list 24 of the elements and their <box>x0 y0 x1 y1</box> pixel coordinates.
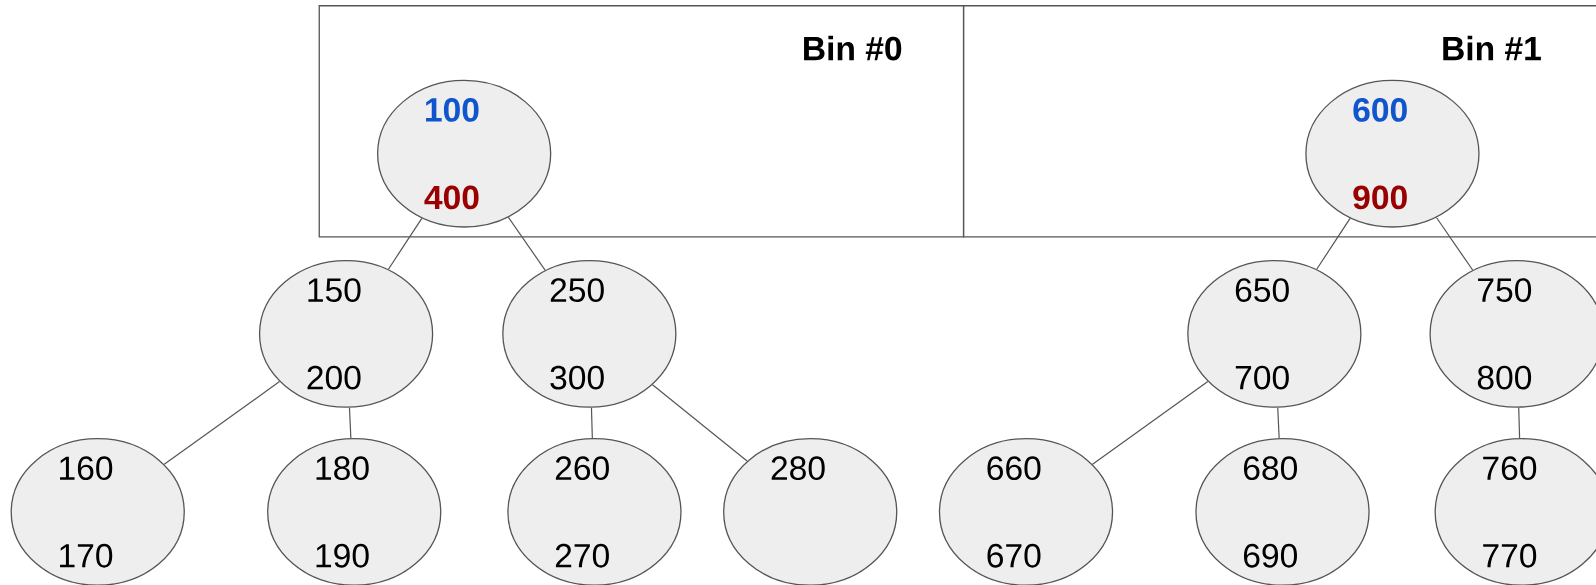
connector-line <box>1277 407 1280 439</box>
ellipse-node: 100 400 <box>377 79 552 228</box>
ellipse-node: 150 200 <box>258 259 434 408</box>
connector-line <box>651 384 748 462</box>
connector-line <box>590 407 593 439</box>
connector-line <box>163 381 281 465</box>
connector-line <box>507 216 546 271</box>
ellipse-node: 260 270 <box>507 438 682 585</box>
ellipse-node: 750 800 <box>1429 259 1596 408</box>
connector-line <box>1518 407 1521 439</box>
ellipse-node: 650 700 <box>1187 259 1362 408</box>
connector-line <box>348 407 352 439</box>
ellipse-node: 760 770 <box>1434 438 1596 585</box>
ellipse-node: 660 670 <box>938 438 1114 585</box>
ellipse-node: 280 <box>723 438 898 585</box>
ellipse-node: 600 900 <box>1305 79 1480 228</box>
ellipse-node: 160 170 <box>10 438 185 585</box>
connector-line <box>1091 381 1209 465</box>
connector-line <box>387 217 423 270</box>
connector-line <box>1435 216 1474 271</box>
ellipse-node: 180 190 <box>267 438 442 585</box>
connector-line <box>1316 217 1351 270</box>
ellipse-node: 250 300 <box>502 259 677 408</box>
ellipse-node: 680 690 <box>1195 438 1370 585</box>
